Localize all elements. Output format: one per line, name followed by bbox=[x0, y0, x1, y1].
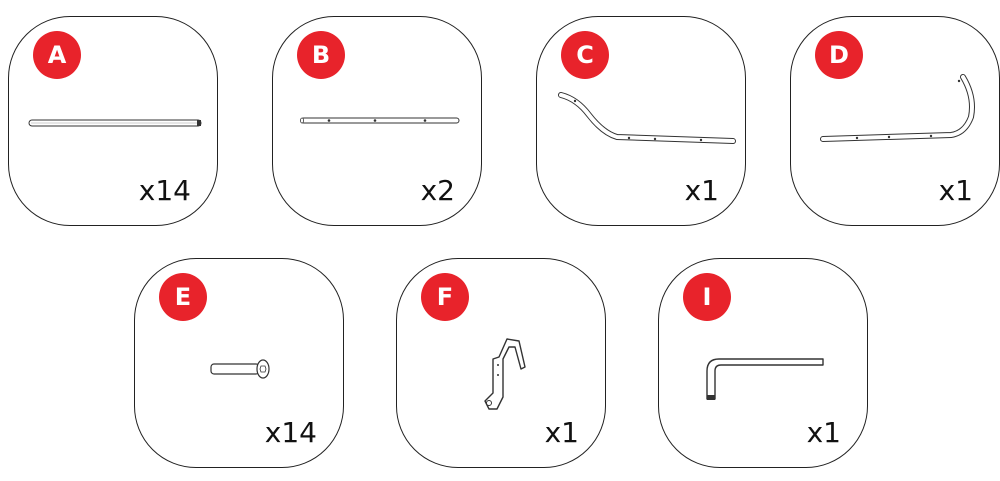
drilled-rod-icon bbox=[300, 117, 460, 124]
part-quantity: x1 bbox=[806, 416, 841, 449]
part-quantity: x14 bbox=[138, 174, 191, 207]
part-letter-badge: A bbox=[33, 31, 81, 79]
part-letter-badge: B bbox=[297, 31, 345, 79]
part-card-c: C x1 bbox=[536, 16, 746, 226]
bracket-icon bbox=[484, 338, 526, 410]
part-quantity: x14 bbox=[264, 416, 317, 449]
allen-key-icon bbox=[706, 358, 824, 400]
part-quantity: x2 bbox=[420, 174, 455, 207]
bent-rod-right-icon bbox=[820, 74, 975, 142]
part-letter-badge: C bbox=[561, 31, 609, 79]
part-letter-badge: E bbox=[159, 273, 207, 321]
part-card-d: D x1 bbox=[790, 16, 1000, 226]
bent-rod-left-icon bbox=[558, 92, 736, 144]
part-card-b: B x2 bbox=[272, 16, 482, 226]
bolt-icon bbox=[210, 359, 270, 379]
part-letter-badge: I bbox=[683, 273, 731, 321]
part-letter-badge: F bbox=[421, 273, 469, 321]
part-letter-badge: D bbox=[815, 31, 863, 79]
part-card-i: I x1 bbox=[658, 258, 868, 468]
part-card-e: E x14 bbox=[134, 258, 344, 468]
part-quantity: x1 bbox=[684, 174, 719, 207]
part-card-a: A x14 bbox=[8, 16, 218, 226]
rod-icon bbox=[28, 119, 202, 127]
part-card-f: F x1 bbox=[396, 258, 606, 468]
part-quantity: x1 bbox=[544, 416, 579, 449]
part-quantity: x1 bbox=[938, 174, 973, 207]
